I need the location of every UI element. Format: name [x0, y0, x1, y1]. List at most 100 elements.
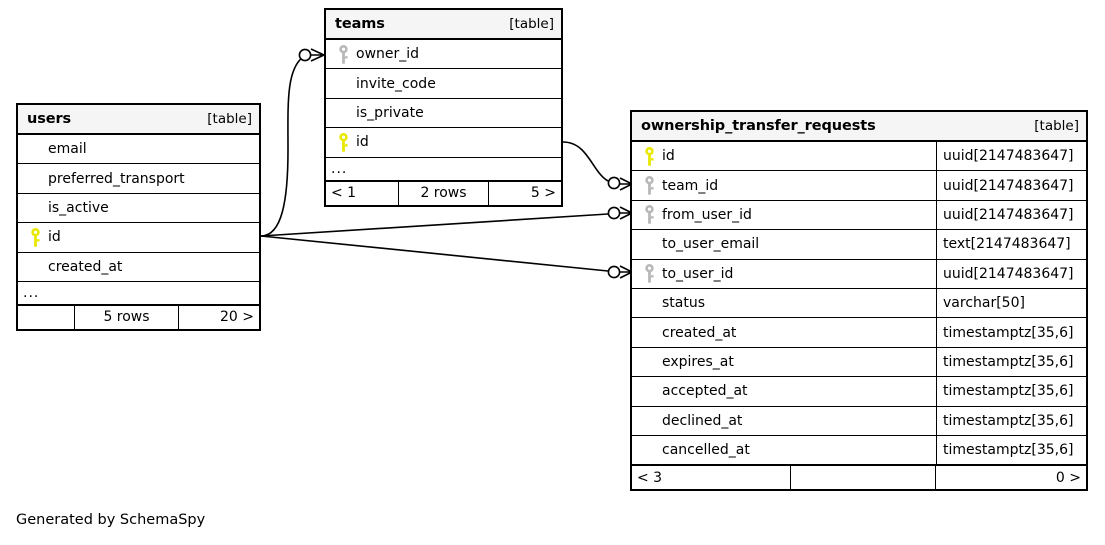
column-otr-cancelled-at[interactable]: cancelled_at: [632, 436, 936, 464]
table-row[interactable]: status varchar[50]: [632, 288, 1086, 319]
column-otr-to-user-email[interactable]: to_user_email: [632, 230, 936, 258]
column-type-label: uuid[2147483647]: [936, 171, 1086, 200]
table-teams-name: teams: [335, 16, 385, 32]
column-name-label: owner_id: [356, 46, 420, 63]
column-name-label: expires_at: [662, 353, 734, 370]
footer-row-count: 2 rows: [398, 181, 489, 205]
table-teams[interactable]: teams [table] owner_id invite_code: [324, 8, 563, 207]
table-users-header: users [table]: [18, 105, 259, 135]
column-otr-declined-at[interactable]: declined_at: [632, 407, 936, 435]
relationship-teams-id-to-otr-team-id: [562, 141, 633, 191]
table-row[interactable]: id: [18, 223, 259, 253]
foreign-key-icon: [640, 205, 658, 225]
table-row[interactable]: created_at: [18, 253, 259, 282]
column-name-label: team_id: [662, 177, 719, 194]
table-row[interactable]: to_user_email text[2147483647]: [632, 230, 1086, 260]
column-teams-invite-code[interactable]: invite_code: [326, 69, 561, 97]
table-row[interactable]: from_user_id uuid[2147483647]: [632, 200, 1086, 231]
relationship-users-id-to-otr-from-user-id: [260, 206, 633, 237]
footer-row-count: [790, 466, 936, 490]
column-users-id[interactable]: id: [18, 223, 259, 251]
column-name-label: from_user_id: [662, 206, 752, 223]
column-type-label: varchar[50]: [936, 288, 1086, 318]
column-name-label: declined_at: [662, 412, 743, 429]
column-name-label: created_at: [48, 258, 123, 275]
column-otr-status[interactable]: status: [632, 289, 936, 317]
column-users-is-active[interactable]: is_active: [18, 194, 259, 222]
table-row[interactable]: owner_id: [326, 40, 561, 70]
column-name-label: id: [48, 229, 61, 246]
column-type-label: timestamptz[35,6]: [936, 435, 1086, 465]
column-type-label: uuid[2147483647]: [936, 200, 1086, 230]
table-row[interactable]: is_private: [326, 99, 561, 129]
table-row[interactable]: expires_at timestamptz[35,6]: [632, 347, 1086, 378]
table-row[interactable]: preferred_transport: [18, 164, 259, 194]
column-otr-accepted-at[interactable]: accepted_at: [632, 377, 936, 405]
column-name-label: accepted_at: [662, 383, 748, 400]
table-row[interactable]: cancelled_at timestamptz[35,6]: [632, 435, 1086, 466]
foreign-key-icon: [334, 44, 352, 64]
table-row[interactable]: is_active: [18, 194, 259, 224]
column-type-label: timestamptz[35,6]: [936, 406, 1086, 435]
column-otr-created-at[interactable]: created_at: [632, 318, 936, 346]
table-row[interactable]: id: [326, 128, 561, 158]
table-otr-name: ownership_transfer_requests: [641, 118, 876, 134]
column-users-preferred-transport[interactable]: preferred_transport: [18, 164, 259, 192]
footer-prev-count[interactable]: < 3: [637, 469, 663, 486]
primary-key-icon: [640, 146, 658, 166]
column-teams-owner-id[interactable]: owner_id: [326, 40, 561, 68]
relationship-users-id-to-otr-to-user-id: [260, 235, 633, 279]
column-name-label: id: [662, 148, 675, 165]
table-teams-footer: < 1 2 rows 5 >: [326, 180, 561, 205]
footer-next-count[interactable]: 0 >: [1055, 469, 1081, 486]
more-columns-label: ...: [331, 160, 348, 177]
table-teams-header: teams [table]: [326, 10, 561, 40]
generated-by-label: Generated by SchemaSpy: [16, 512, 206, 528]
footer-prev-count[interactable]: [18, 306, 74, 329]
table-row[interactable]: email: [18, 135, 259, 165]
table-row[interactable]: created_at timestamptz[35,6]: [632, 318, 1086, 348]
footer-next-count[interactable]: 20 >: [220, 309, 254, 326]
column-name-label: to_user_email: [662, 236, 760, 253]
table-users-tag: [table]: [207, 111, 252, 127]
table-users-name: users: [27, 111, 72, 127]
primary-key-icon: [26, 227, 44, 247]
table-row[interactable]: declined_at timestamptz[35,6]: [632, 406, 1086, 436]
column-teams-id[interactable]: id: [326, 128, 561, 156]
footer-row-count: 5 rows: [74, 305, 179, 329]
foreign-key-icon: [640, 264, 658, 283]
table-row[interactable]: to_user_id uuid[2147483647]: [632, 259, 1086, 289]
table-users[interactable]: users [table] email preferred_transport …: [16, 103, 261, 331]
column-name-label: created_at: [662, 324, 737, 341]
foreign-key-icon: [640, 176, 658, 195]
column-name-label: is_private: [356, 104, 424, 121]
primary-key-icon: [334, 132, 352, 152]
column-users-email[interactable]: email: [18, 135, 259, 163]
column-otr-team-id[interactable]: team_id: [632, 171, 936, 199]
table-users-footer: 5 rows 20 >: [18, 304, 259, 329]
column-otr-id[interactable]: id: [632, 142, 936, 170]
table-otr-footer: < 3 0 >: [632, 465, 1086, 490]
column-name-label: id: [356, 134, 369, 151]
column-otr-from-user-id[interactable]: from_user_id: [632, 201, 936, 229]
column-otr-expires-at[interactable]: expires_at: [632, 348, 936, 376]
column-type-label: text[2147483647]: [936, 230, 1086, 259]
column-type-label: timestamptz[35,6]: [936, 377, 1086, 406]
table-otr-tag: [table]: [1034, 118, 1079, 134]
table-ownership-transfer-requests[interactable]: ownership_transfer_requests [table] id u…: [630, 110, 1088, 492]
column-teams-is-private[interactable]: is_private: [326, 99, 561, 127]
table-row[interactable]: team_id uuid[2147483647]: [632, 171, 1086, 201]
table-row[interactable]: invite_code: [326, 69, 561, 99]
column-name-label: preferred_transport: [48, 170, 185, 187]
relationship-users-id-to-teams-owner-id: [260, 48, 325, 237]
column-otr-to-user-id[interactable]: to_user_id: [632, 260, 936, 288]
footer-prev-count[interactable]: < 1: [331, 185, 357, 202]
column-name-label: invite_code: [356, 75, 436, 92]
table-row[interactable]: id uuid[2147483647]: [632, 142, 1086, 172]
footer-next-count[interactable]: 5 >: [530, 185, 556, 202]
table-row[interactable]: accepted_at timestamptz[35,6]: [632, 377, 1086, 407]
column-users-created-at[interactable]: created_at: [18, 253, 259, 281]
column-type-label: timestamptz[35,6]: [936, 318, 1086, 347]
column-name-label: email: [48, 141, 87, 158]
